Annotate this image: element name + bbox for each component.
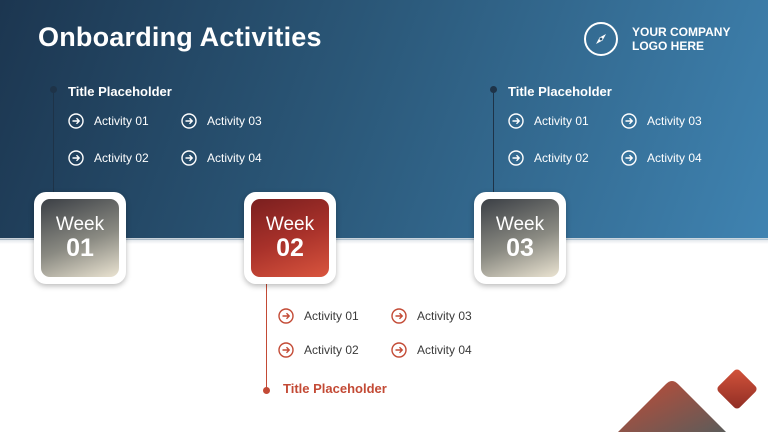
arrow-right-circle-icon [68, 113, 84, 129]
group-title-week-03: Title Placeholder [508, 84, 612, 99]
activity-item: Activity 03 [181, 113, 262, 129]
week-badge: Week 02 [251, 199, 329, 277]
week-number: 02 [276, 234, 304, 262]
week-label: Week [55, 214, 105, 235]
week-label: Week [495, 214, 545, 235]
arrow-right-circle-icon [508, 113, 524, 129]
activity-item: Activity 02 [278, 342, 359, 358]
group-title-week-01: Title Placeholder [68, 84, 172, 99]
arrow-right-circle-icon [278, 308, 294, 324]
week-card-01: Week 01 [34, 192, 126, 284]
arrow-right-circle-icon [621, 150, 637, 166]
arrow-right-circle-icon [181, 113, 197, 129]
activity-item: Activity 01 [68, 113, 149, 129]
activity-label: Activity 01 [94, 114, 149, 128]
logo-line-2: LOGO HERE [632, 39, 705, 53]
activity-item: Activity 04 [391, 342, 472, 358]
connector-line-week-01 [53, 92, 54, 196]
activity-label: Activity 03 [207, 114, 262, 128]
arrow-right-circle-icon [68, 150, 84, 166]
activity-item: Activity 02 [68, 150, 149, 166]
slide-title: Onboarding Activities [38, 22, 322, 52]
activity-item: Activity 01 [278, 308, 359, 324]
arrow-right-circle-icon [621, 113, 637, 129]
week-label: Week [265, 214, 315, 235]
arrow-right-circle-icon [391, 308, 407, 324]
compass-icon [584, 22, 618, 56]
connector-line-week-03 [493, 92, 494, 196]
connector-dot-week-03 [490, 86, 497, 93]
banner-shadow [0, 238, 768, 244]
activity-label: Activity 04 [207, 151, 262, 165]
group-title-week-02: Title Placeholder [283, 381, 387, 396]
arrow-right-circle-icon [391, 342, 407, 358]
connector-line-week-02 [266, 278, 267, 390]
connector-dot-week-01 [50, 86, 57, 93]
activity-label: Activity 04 [417, 343, 472, 357]
activity-item: Activity 03 [621, 113, 702, 129]
week-card-02: Week 02 [244, 192, 336, 284]
activity-label: Activity 02 [534, 151, 589, 165]
activity-label: Activity 01 [534, 114, 589, 128]
connector-dot-week-02 [263, 387, 270, 394]
logo-text: YOUR COMPANY LOGO HERE [632, 25, 752, 53]
arrow-right-circle-icon [181, 150, 197, 166]
week-badge: Week 01 [41, 199, 119, 277]
activity-label: Activity 01 [304, 309, 359, 323]
activity-label: Activity 02 [304, 343, 359, 357]
activity-item: Activity 03 [391, 308, 472, 324]
activity-label: Activity 02 [94, 151, 149, 165]
week-number: 03 [506, 234, 534, 262]
activity-label: Activity 04 [647, 151, 702, 165]
week-card-03: Week 03 [474, 192, 566, 284]
activity-item: Activity 04 [621, 150, 702, 166]
decorative-shapes [618, 369, 757, 432]
company-logo: YOUR COMPANY LOGO HERE [584, 22, 754, 60]
week-badge: Week 03 [481, 199, 559, 277]
logo-line-1: YOUR COMPANY [632, 25, 731, 39]
week-number: 01 [66, 234, 94, 262]
header-banner [0, 0, 768, 240]
activity-label: Activity 03 [647, 114, 702, 128]
activity-item: Activity 04 [181, 150, 262, 166]
arrow-right-circle-icon [508, 150, 524, 166]
arrow-right-circle-icon [278, 342, 294, 358]
activity-label: Activity 03 [417, 309, 472, 323]
activity-item: Activity 01 [508, 113, 589, 129]
activity-item: Activity 02 [508, 150, 589, 166]
